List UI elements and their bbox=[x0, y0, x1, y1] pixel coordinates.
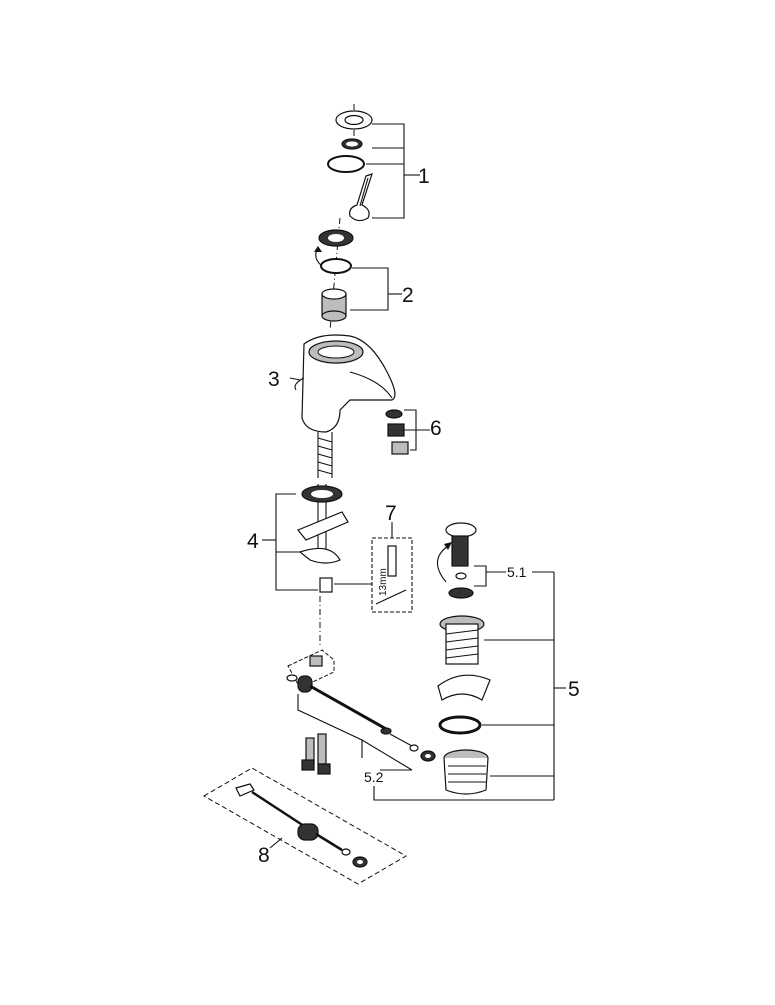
part-group-7: 7 13mm bbox=[371, 502, 413, 613]
waste-nut bbox=[443, 757, 489, 795]
part-group-2: 2 bbox=[314, 217, 414, 331]
waste-body bbox=[445, 623, 479, 665]
callout-1: 1 bbox=[418, 165, 430, 188]
callout-7: 7 bbox=[385, 502, 397, 525]
part-group-1: 1 bbox=[327, 104, 430, 222]
callout-2: 2 bbox=[402, 284, 414, 307]
callout-5: 5 bbox=[568, 678, 580, 701]
inset-dimension: 13mm bbox=[378, 568, 389, 596]
rod-knob bbox=[297, 823, 319, 841]
callout-5-2: 5.2 bbox=[364, 769, 384, 785]
callout-8: 8 bbox=[258, 844, 270, 867]
hose-right bbox=[317, 733, 327, 765]
part-group-8: 8 bbox=[203, 767, 407, 885]
linkage-clamp bbox=[309, 655, 323, 667]
part-group-5: 5.1 5 bbox=[373, 522, 580, 801]
callout-3: 3 bbox=[268, 368, 280, 391]
popup-plug-cap bbox=[445, 522, 477, 538]
plug-seal bbox=[448, 587, 474, 599]
horseshoe-washer bbox=[298, 547, 341, 564]
callout-4: 4 bbox=[247, 530, 259, 553]
fixing-nut bbox=[319, 577, 333, 593]
extension-rod bbox=[251, 790, 305, 828]
waste-gasket bbox=[438, 715, 482, 735]
fixing-plate bbox=[297, 511, 349, 541]
linkage-plane bbox=[287, 649, 335, 689]
lever-handle bbox=[349, 173, 373, 222]
kit-frame bbox=[203, 767, 407, 885]
pull-rod bbox=[309, 684, 389, 732]
linkage-knob bbox=[297, 675, 313, 693]
cartridge-o-ring bbox=[320, 258, 352, 274]
aerator-washer bbox=[385, 409, 403, 419]
plug-rotation-arrow-icon bbox=[436, 545, 449, 583]
callout-5-1: 5.1 bbox=[507, 564, 527, 580]
supply-hoses bbox=[301, 733, 331, 775]
hex-key bbox=[387, 545, 397, 577]
popup-plug-stem bbox=[451, 535, 469, 567]
part-group-6: 6 bbox=[385, 409, 442, 455]
part-group-4: 4 bbox=[247, 484, 372, 645]
part-group-3: 3 bbox=[268, 334, 396, 478]
large-o-ring bbox=[327, 155, 365, 173]
callout-6: 6 bbox=[430, 417, 442, 440]
waste-washer bbox=[437, 674, 491, 701]
part-group-5-2: 5.2 bbox=[286, 649, 436, 785]
aerator-insert bbox=[387, 423, 405, 437]
aerator-housing bbox=[391, 441, 409, 455]
